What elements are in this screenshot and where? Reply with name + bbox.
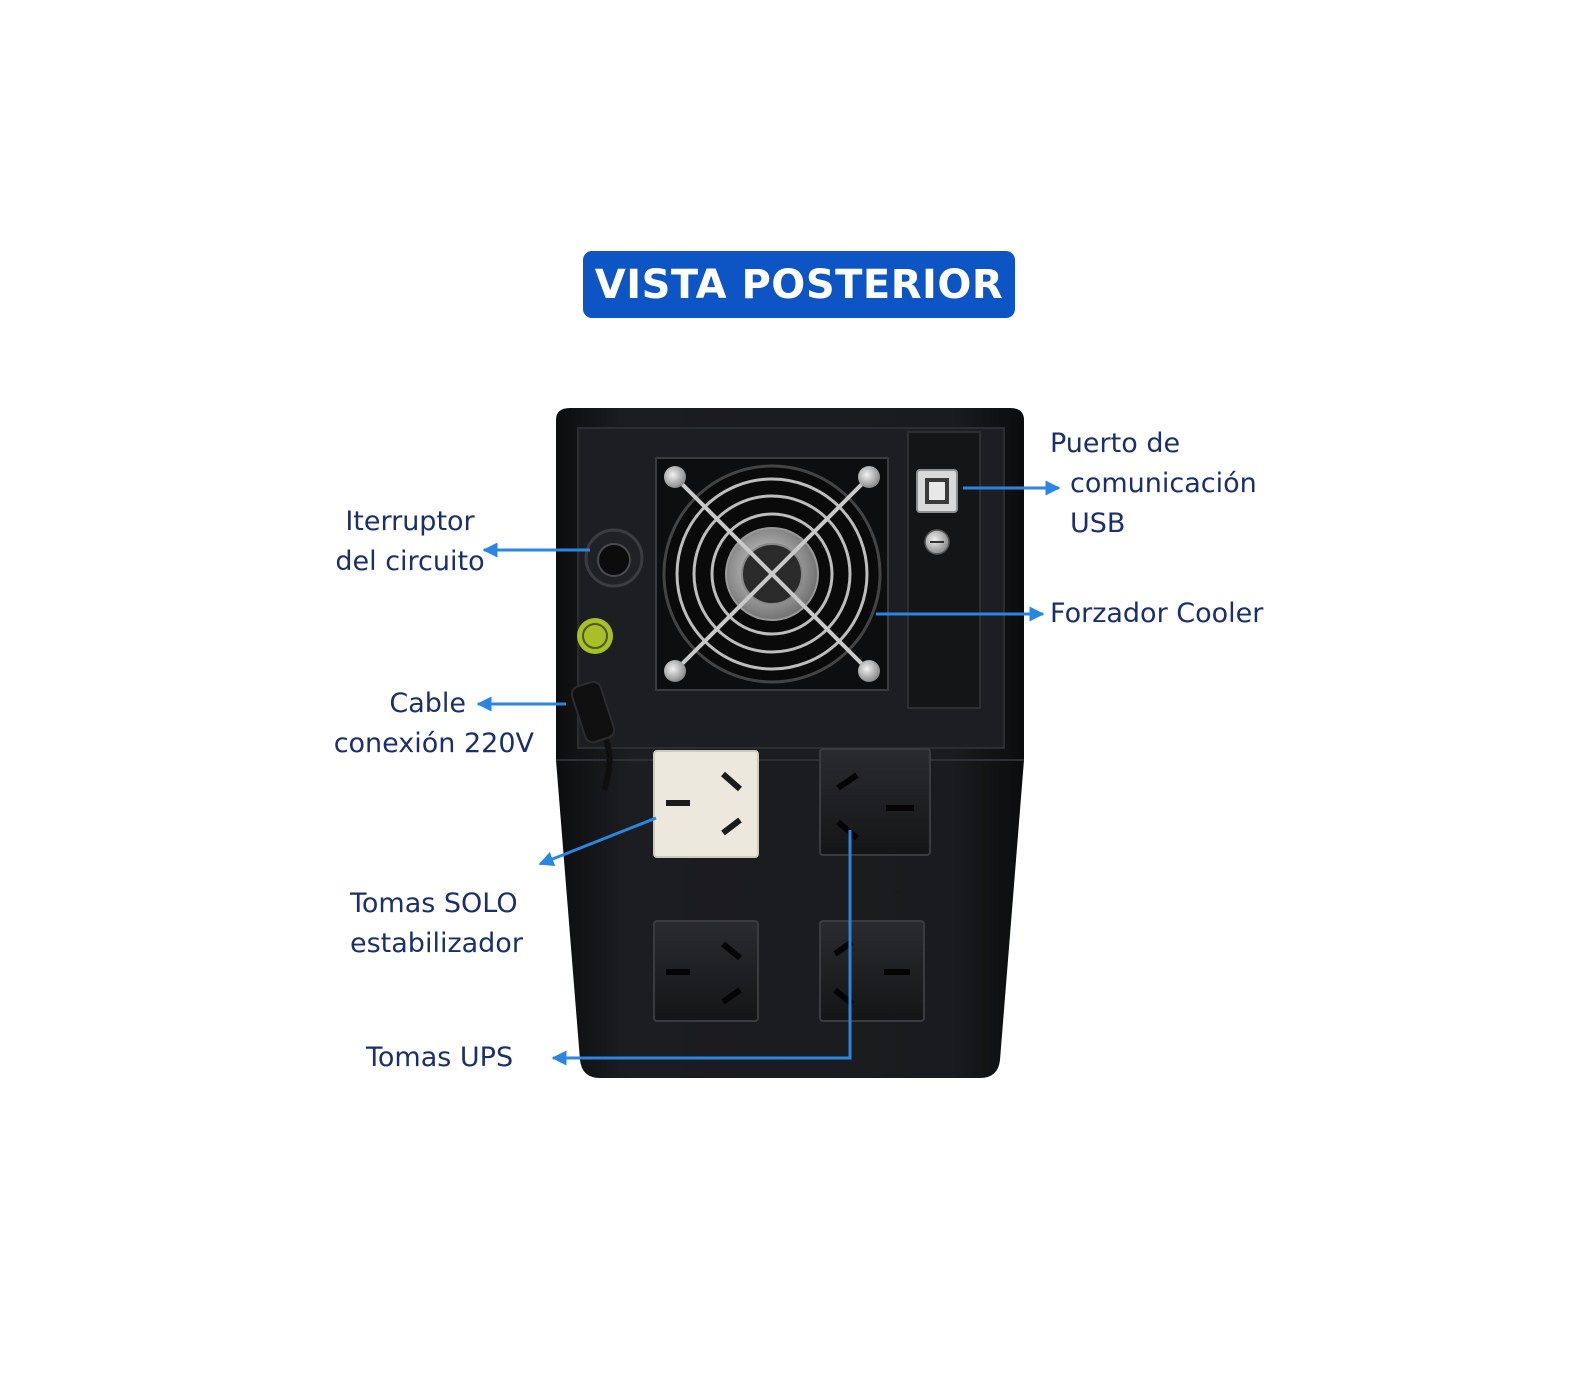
usb-b-port-icon: [916, 469, 958, 513]
title-badge: VISTA POSTERIOR: [583, 251, 1015, 318]
reset-button-icon: [584, 528, 644, 588]
fan-screws: [664, 466, 880, 682]
fan-icon: [655, 457, 889, 691]
callout-ups-line-1: Tomas UPS: [366, 1042, 514, 1073]
callout-circuit-breaker: Iterruptor del circuito: [325, 502, 495, 582]
page-title: VISTA POSTERIOR: [594, 261, 1004, 308]
arrow-stabilizer: [538, 816, 657, 866]
callout-arrows: [476, 480, 1061, 1066]
callout-usb-port: Puerto de comunicación USB: [1050, 424, 1257, 544]
callout-usb-line-3: USB: [1070, 508, 1126, 539]
arrow-ups: [551, 830, 852, 1066]
callout-power-cable: Cable conexión 220V: [300, 684, 534, 764]
callout-cooler-line-1: Forzador Cooler: [1050, 598, 1264, 629]
callout-usb-line-1: Puerto de: [1050, 428, 1181, 459]
usb-screw-icon: [924, 529, 950, 555]
outlet-ups-1: [819, 748, 931, 856]
outlet-ups-3: [819, 920, 925, 1022]
outlet-stabilizer: [653, 750, 759, 858]
callout-stabilizer-line-1: Tomas SOLO: [350, 888, 518, 919]
callout-cooler: Forzador Cooler: [1050, 594, 1263, 634]
sticker-icon: [577, 618, 613, 654]
callout-breaker-line-2: del circuito: [335, 546, 485, 577]
callout-breaker-line-1: Iterruptor: [345, 506, 475, 537]
callout-usb-line-2: comunicación: [1070, 468, 1257, 499]
power-cord-icon: [570, 680, 616, 791]
callout-stabilizer-outlets: Tomas SOLO estabilizador: [350, 884, 523, 964]
callout-ups-outlets: Tomas UPS: [366, 1038, 513, 1078]
callout-cable-line-1: Cable: [389, 688, 466, 719]
callout-cable-line-2: conexión 220V: [333, 728, 534, 759]
outlet-ups-2: [653, 920, 759, 1022]
callout-stabilizer-line-2: estabilizador: [350, 928, 523, 959]
